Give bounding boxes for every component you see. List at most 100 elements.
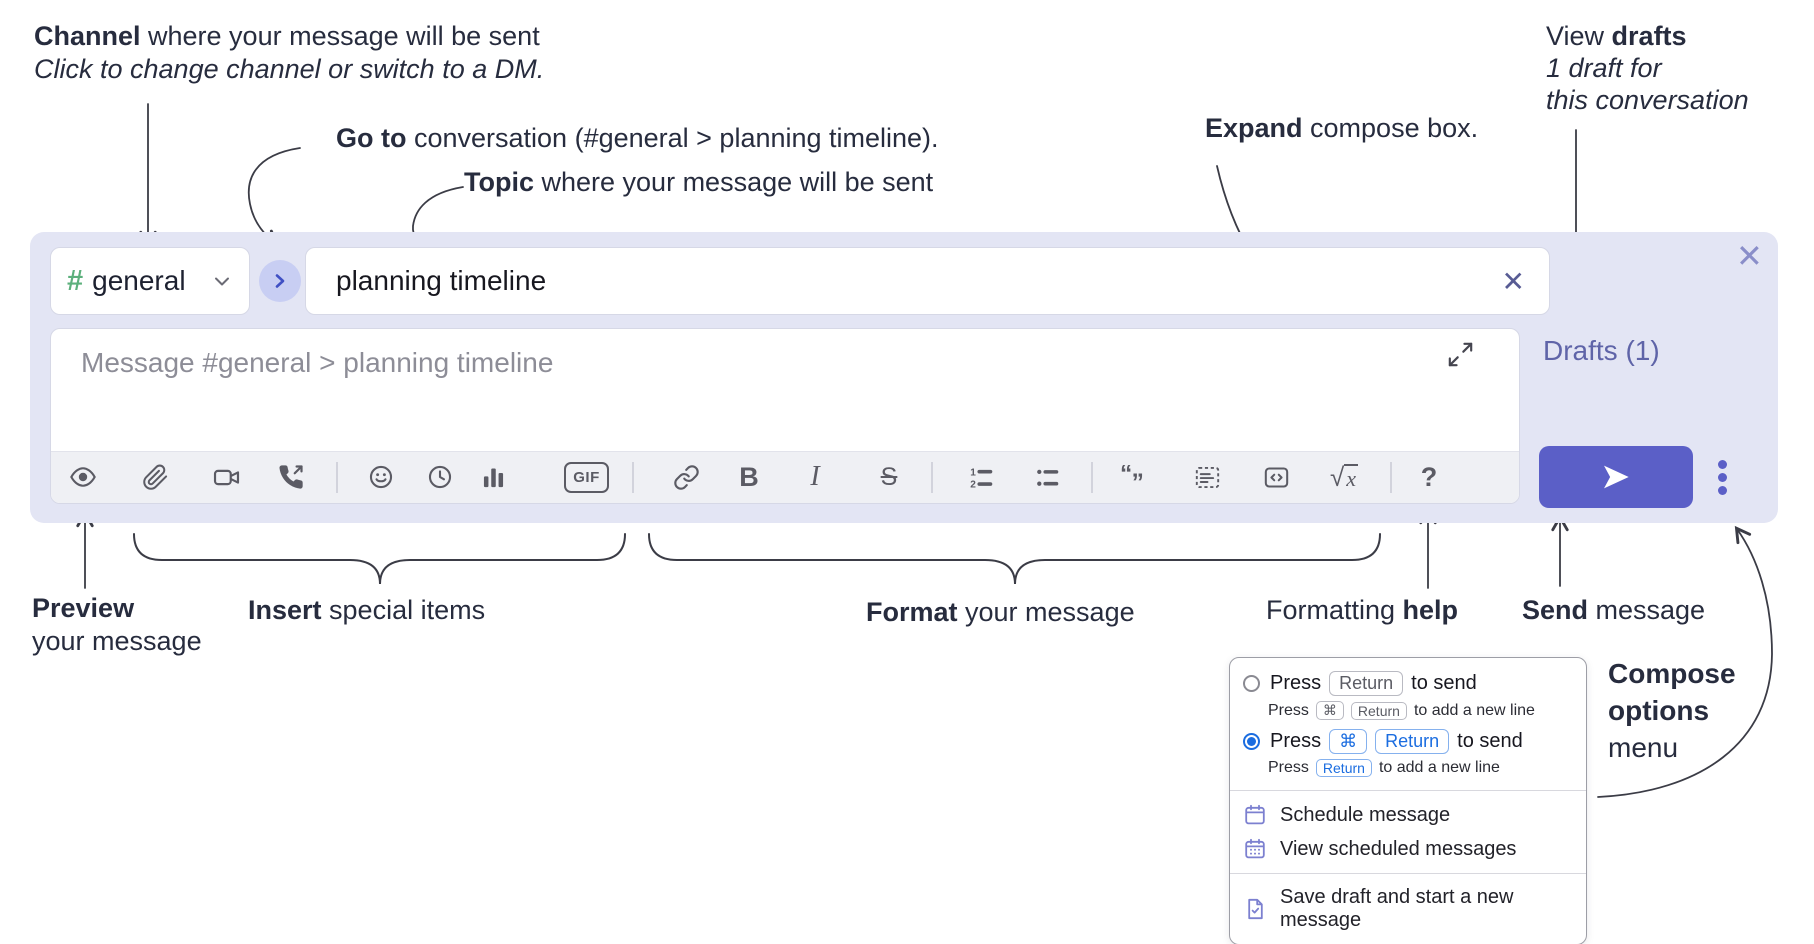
- annotation-compose-options: Compose options menu: [1608, 658, 1736, 763]
- radio-selected[interactable]: [1243, 733, 1260, 750]
- save-draft-icon: [1243, 897, 1267, 921]
- strikethrough-button[interactable]: S: [867, 454, 911, 500]
- formula-icon: √x: [1329, 461, 1359, 492]
- message-placeholder: Message #general > planning timeline: [81, 347, 554, 378]
- send-option-return[interactable]: Press Return to send: [1230, 668, 1586, 696]
- compose-toolbar: GIF B I S: [51, 451, 1519, 503]
- compose-box: # general planning timeline ✕ Message #g…: [30, 232, 1778, 523]
- topic-input[interactable]: planning timeline ✕: [305, 247, 1550, 315]
- menu-item-view-scheduled[interactable]: View scheduled messages: [1230, 832, 1586, 866]
- toolbar-divider: [1390, 462, 1392, 493]
- annotation-send: Send message: [1522, 595, 1706, 625]
- connector-goto: [247, 147, 301, 247]
- annotation-format: Format your message: [866, 597, 1135, 627]
- message-editor[interactable]: Message #general > planning timeline: [50, 328, 1520, 504]
- radio-unselected[interactable]: [1243, 675, 1260, 692]
- numbered-list-icon: 1 2: [970, 467, 992, 490]
- numbered-list-button[interactable]: 1 2: [959, 454, 1003, 500]
- insert-link-button[interactable]: [664, 454, 708, 500]
- expand-compose-button[interactable]: [1447, 341, 1477, 371]
- phone-outgoing-icon: [279, 465, 303, 489]
- svg-text:”: ”: [1132, 469, 1144, 491]
- formula-button[interactable]: √x: [1322, 454, 1366, 500]
- brace-insert: [133, 533, 626, 585]
- italic-icon: I: [810, 461, 820, 492]
- send-button[interactable]: [1539, 446, 1693, 508]
- close-compose-icon[interactable]: ✕: [1736, 238, 1763, 274]
- schedule-button[interactable]: [418, 454, 462, 500]
- annotation-preview: Preview your message: [32, 593, 202, 656]
- return-keycap: Return: [1375, 729, 1450, 754]
- attach-file-button[interactable]: [133, 454, 177, 500]
- annotation-topic: Topic where your message will be sent: [464, 167, 934, 197]
- code-block-icon: [1195, 466, 1219, 488]
- help-icon: ?: [1420, 461, 1438, 492]
- emoji-icon: [369, 465, 393, 489]
- channel-selector[interactable]: # general: [50, 247, 250, 315]
- topic-value: planning timeline: [336, 265, 547, 296]
- brace-format: [648, 533, 1381, 585]
- calendar-grid-icon: [1243, 837, 1267, 861]
- cmd-keycap: ⌘: [1315, 701, 1344, 720]
- gif-button[interactable]: GIF: [560, 454, 613, 500]
- dot: [1718, 460, 1727, 469]
- chevron-right-icon: [275, 274, 285, 288]
- calendar-icon: [1243, 803, 1267, 827]
- send-option-cmd-return-subtext: Press Return to add a new line: [1268, 759, 1500, 777]
- return-keycap: Return: [1315, 759, 1372, 777]
- clear-topic-icon[interactable]: ✕: [1501, 265, 1525, 297]
- audio-call-button[interactable]: [269, 454, 313, 500]
- channel-name: general: [92, 265, 186, 296]
- code-snippet-button[interactable]: [1254, 454, 1298, 500]
- code-icon: [1264, 466, 1288, 488]
- channel-hash-icon: #: [67, 264, 84, 297]
- dot: [1718, 486, 1727, 495]
- menu-divider: [1230, 790, 1586, 791]
- italic-button[interactable]: I: [793, 454, 837, 500]
- compose-options-button[interactable]: [1718, 460, 1728, 495]
- paperclip-icon: [142, 464, 167, 490]
- svg-text:1: 1: [970, 467, 976, 478]
- svg-text:2: 2: [970, 479, 976, 490]
- quote-button[interactable]: “ ”: [1112, 454, 1156, 500]
- expand-icon: [1448, 342, 1473, 367]
- annotation-channel-line2: Click to change channel or switch to a D…: [34, 54, 545, 84]
- menu-item-save-draft[interactable]: Save draft and start a new message: [1230, 881, 1586, 937]
- bar-chart-icon: [483, 468, 503, 487]
- annotation-formatting-help: Formatting help: [1266, 595, 1459, 625]
- video-clip-button[interactable]: [204, 454, 248, 500]
- annotation-view-drafts: View drafts 1 draft for this conversatio…: [1546, 21, 1749, 115]
- send-option-cmd-return[interactable]: Press ⌘ Return to send: [1230, 726, 1586, 754]
- cmd-keycap: ⌘: [1329, 729, 1368, 754]
- drafts-link[interactable]: Drafts (1): [1543, 335, 1660, 366]
- toolbar-divider: [632, 462, 634, 493]
- poll-button[interactable]: [471, 454, 515, 500]
- compose-options-menu: Press Return to send Press ⌘ Return to a…: [1229, 657, 1587, 944]
- formatting-help-button[interactable]: ?: [1407, 454, 1451, 500]
- annotation-channel: Channel where your message will be sent …: [34, 20, 544, 86]
- toolbar-divider: [1091, 462, 1093, 493]
- svg-text:“: “: [1120, 463, 1132, 488]
- send-icon: [1604, 465, 1629, 489]
- annotation-goto: Go to conversation (#general > planning …: [336, 123, 939, 153]
- emoji-button[interactable]: [359, 454, 403, 500]
- bulleted-list-button[interactable]: [1025, 454, 1069, 500]
- return-keycap: Return: [1329, 671, 1404, 696]
- bulleted-list-icon: [1036, 469, 1058, 486]
- annotation-insert: Insert special items: [248, 595, 486, 625]
- annotation-expand: Expand compose box.: [1205, 113, 1479, 143]
- eye-icon: [70, 467, 96, 487]
- strikethrough-icon: S: [880, 462, 898, 491]
- code-block-button[interactable]: [1185, 454, 1229, 500]
- go-to-conversation-button[interactable]: [259, 260, 301, 302]
- menu-item-schedule-message[interactable]: Schedule message: [1230, 798, 1586, 832]
- bold-button[interactable]: B: [727, 454, 771, 500]
- annotation-channel-rest: where your message will be sent: [140, 21, 540, 51]
- dot: [1718, 473, 1727, 482]
- return-keycap: Return: [1350, 701, 1407, 720]
- gif-icon: GIF: [564, 461, 609, 493]
- clock-icon: [428, 465, 452, 489]
- preview-button[interactable]: [61, 454, 105, 500]
- chevron-down-icon: [215, 277, 229, 286]
